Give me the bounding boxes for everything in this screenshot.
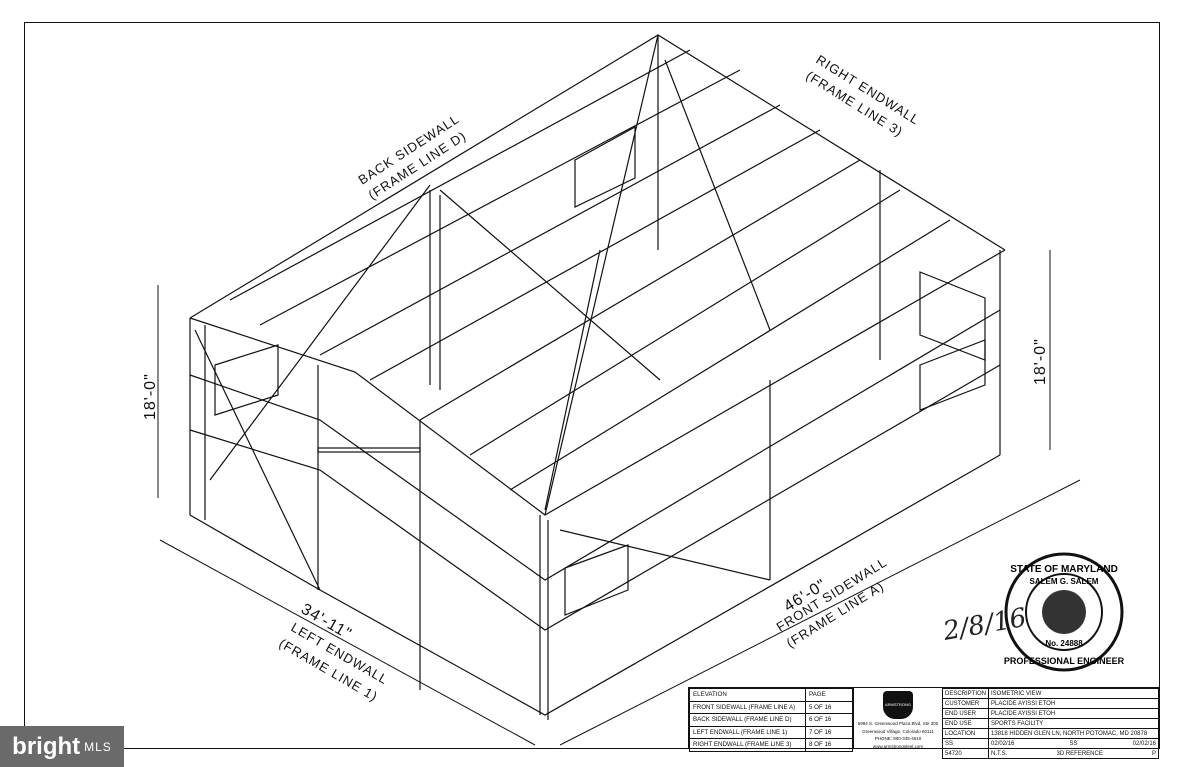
elevation-name: FRONT SIDEWALL (FRAME LINE A) <box>689 700 806 714</box>
info-value: ISOMETRIC VIEW <box>988 688 1159 699</box>
table-row: FRONT SIDEWALL (FRAME LINE A) 5 OF 16 <box>689 700 853 714</box>
drawing-type: 3D REFERENCE <box>1056 750 1103 757</box>
elevation-name: LEFT ENDWALL (FRAME LINE 1) <box>689 725 806 739</box>
door-header <box>317 447 421 453</box>
company-phone: PHONE: 800-345-4610 <box>874 736 922 741</box>
brace-1 <box>194 329 321 591</box>
seal-title: PROFESSIONAL ENGINEER <box>1004 656 1125 666</box>
roof-eave-front <box>189 249 1006 516</box>
company-address-1: 5994 S. Greenwood Plaza Blvd, Ste 300 <box>857 721 939 726</box>
company-logo-block: ARMSTRONG STEEL 5994 S. Greenwood Plaza … <box>853 688 943 749</box>
seal-number: No. 24888 <box>1045 639 1083 648</box>
engineer-seal: STATE OF MARYLAND SALEM G. SALEM No. 248… <box>1004 552 1125 672</box>
rev-by: SS <box>941 738 990 749</box>
brace-4 <box>664 59 771 331</box>
window-left <box>214 344 279 416</box>
table-row: BACK SIDEWALL (FRAME LINE D) 6 OF 16 <box>689 713 853 727</box>
brace-5 <box>439 189 661 381</box>
drawn-date: 02/02/16 <box>1132 740 1156 747</box>
job-number: 54720 <box>941 748 990 759</box>
table-row: LEFT ENDWALL (FRAME LINE 1) 7 OF 16 <box>689 725 853 739</box>
dim-left-endwall-line <box>159 539 536 746</box>
company-web: www.armstrongsteel.com <box>872 743 924 749</box>
brace-6 <box>559 529 771 581</box>
drawn-by: SS <box>1069 740 1078 747</box>
base-line <box>189 454 1001 716</box>
seal-name: SALEM G. SALEM <box>1030 577 1099 586</box>
roof-purlin-3 <box>419 159 861 421</box>
window-right-lower <box>919 339 986 411</box>
drawing-sheet-border <box>24 22 1160 749</box>
page-header: PAGE <box>805 688 853 702</box>
info-label: LOCATION <box>941 728 990 739</box>
job-details: N.T.S. 3D REFERENCE P <box>988 748 1159 759</box>
watermark-suffix: MLS <box>84 739 112 754</box>
window-front <box>564 544 629 616</box>
elevation-name: BACK SIDEWALL (FRAME LINE D) <box>689 713 806 727</box>
info-label: DESCRIPTION <box>941 688 990 699</box>
company-logo: ARMSTRONG STEEL <box>883 691 913 719</box>
brace-3 <box>544 249 601 511</box>
info-value: PLACIDE AYISSI ETOH <box>988 698 1159 709</box>
job-row: 54720 N.T.S. 3D REFERENCE P <box>941 748 1159 759</box>
engineer-signature: 2/8/16 <box>940 603 1029 647</box>
info-label: CUSTOMER <box>941 698 990 709</box>
watermark-brand: bright <box>12 732 81 760</box>
building-frame <box>189 34 1006 720</box>
dim-height-left: 18'-0" <box>142 373 159 420</box>
company-address-2: Greenwood Village, Colorado 80111 <box>862 728 934 734</box>
elevation-page: 7 OF 16 <box>805 725 853 739</box>
window-right-upper <box>919 271 986 361</box>
info-value: SPORTS FACILITY <box>988 718 1159 729</box>
roof-purlin-5 <box>509 219 951 491</box>
info-value: PLACIDE AYISSI ETOH <box>988 708 1159 719</box>
info-label: END USER <box>941 708 990 719</box>
brace-2 <box>209 184 431 481</box>
roof-purlin-7 <box>259 69 741 326</box>
dim-height-right: 18'-0" <box>1032 338 1049 385</box>
title-block: ELEVATION PAGE FRONT SIDEWALL (FRAME LIN… <box>688 687 1160 759</box>
rev-date: 02/02/16 <box>991 740 1015 747</box>
bright-mls-watermark: bright MLS <box>0 726 124 767</box>
elevation-page: 5 OF 16 <box>805 700 853 714</box>
dimension-lines <box>157 250 1081 746</box>
elevation-header-row: ELEVATION PAGE <box>689 688 853 702</box>
seal-state: STATE OF MARYLAND <box>1010 564 1118 575</box>
elevation-page: 8 OF 16 <box>805 738 853 752</box>
info-label: END USE <box>941 718 990 729</box>
window-back <box>574 125 636 208</box>
roof-purlin-6 <box>229 49 691 301</box>
roof-ridge-back <box>189 34 1006 319</box>
scale: N.T.S. <box>991 750 1008 757</box>
table-row: RIGHT ENDWALL (FRAME LINE 3) 8 OF 16 <box>689 738 853 752</box>
dim-front-sidewall-line <box>559 479 1081 746</box>
elevation-page: 6 OF 16 <box>805 713 853 727</box>
roof-purlin-2 <box>369 129 821 381</box>
girt-middle <box>189 364 1001 631</box>
elevation-name: RIGHT ENDWALL (FRAME LINE 3) <box>689 738 806 752</box>
ridge-line <box>544 34 659 516</box>
sheet: P <box>1151 750 1156 757</box>
girt-upper <box>189 309 1001 581</box>
rev-dates: 02/02/16 SS 02/02/16 <box>988 738 1159 749</box>
roof-purlin-1 <box>319 104 781 356</box>
roof-purlin-4 <box>469 189 901 456</box>
info-value: 13818 HIDDEN GLEN LN, NORTH POTOMAC, MD … <box>988 728 1159 739</box>
elevation-index-table: ELEVATION PAGE FRONT SIDEWALL (FRAME LIN… <box>689 688 853 752</box>
elevation-header: ELEVATION <box>689 688 806 702</box>
